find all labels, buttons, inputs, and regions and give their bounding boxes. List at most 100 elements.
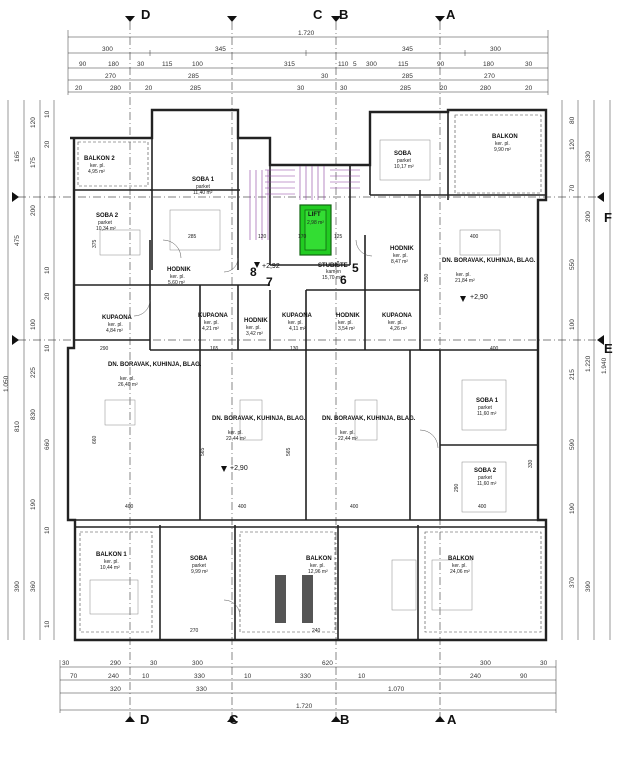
- inner-dim: 375: [92, 239, 98, 248]
- dim-bot-r1-6: 30: [540, 660, 548, 667]
- room-area: 9,99 m²: [191, 569, 208, 575]
- furniture: [89, 139, 507, 615]
- room-floor: ker. pl.: [246, 325, 261, 331]
- room-name: KUPAONA: [198, 313, 229, 319]
- room-area: 4,21 m²: [202, 326, 219, 332]
- dim-left-10: 810: [14, 421, 21, 432]
- dim-top-r4-0: 20: [75, 85, 83, 92]
- room-name: HODNIK: [167, 267, 191, 273]
- exterior-walls: [66, 108, 548, 642]
- inner-dim: 290: [100, 346, 109, 352]
- dim-right-texts: 80 120 330 70 200 550 100 215 1.220 1.94…: [569, 116, 608, 592]
- room-name: SOBA: [190, 556, 208, 562]
- dim-bot-r1-1: 290: [110, 660, 121, 667]
- dim-top-r2-3: 115: [162, 61, 173, 68]
- room-floor: parket: [196, 184, 211, 190]
- dimension-lines-right: [561, 100, 611, 640]
- dim-left-11: 1.050: [3, 375, 10, 392]
- axis-label-a-bottom: A: [447, 712, 457, 727]
- dim-bottom-row3: 320 330 1.070: [110, 686, 405, 693]
- inner-dimensions: 285 120 170 125 400 290 165 130 400 400 …: [92, 234, 534, 634]
- room-floor: ker. pl.: [310, 563, 325, 569]
- dim-top-r4-4: 30: [297, 85, 305, 92]
- dim-bot-r1-5: 300: [480, 660, 491, 667]
- room-dnb-cl: DN. BORAVAK, KUHINJA, BLAG. ker. pl. 22,…: [212, 416, 306, 442]
- room-name: STUBIŠTE: [318, 261, 348, 269]
- dim-bot-r2-6: 10: [358, 673, 366, 680]
- room-area: 12,96 m²: [308, 569, 328, 575]
- bicycle-racks: [275, 575, 313, 623]
- dim-top-row1: 300 345 345 300: [102, 46, 501, 53]
- room-name: DN. BORAVAK, KUHINJA, BLAG.: [322, 416, 416, 422]
- dim-top-r4-3: 285: [190, 85, 201, 92]
- axis-label-b-bottom: B: [340, 712, 349, 727]
- inner-dim: 170: [298, 234, 307, 240]
- inner-dim: 565: [200, 447, 206, 456]
- lift-car: [304, 209, 327, 251]
- dim-left-20: 10: [44, 620, 51, 628]
- apartment-number-8: 8: [250, 265, 257, 279]
- dim-left-15: 660: [44, 439, 51, 450]
- room-kupaona-l: KUPAONA ker. pl. 4,84 m²: [102, 315, 133, 334]
- room-area: 11,60 m²: [477, 481, 497, 487]
- dimension-lines-top: [67, 30, 549, 95]
- room-floor: kamen: [326, 269, 341, 275]
- inner-dim: 290: [454, 483, 460, 492]
- dim-top-r2-9: 115: [398, 61, 409, 68]
- room-area: 10,44 m²: [100, 565, 120, 571]
- room-soba1-tl: SOBA 1 parket 11,40 m²: [192, 177, 215, 196]
- inner-dim: 660: [92, 435, 98, 444]
- inner-dim: 400: [125, 504, 134, 510]
- room-soba2: SOBA 2 parket 10,34 m²: [96, 213, 119, 232]
- inner-dim: 350: [424, 273, 430, 282]
- dim-left-8: 20: [44, 292, 51, 300]
- dim-right-16: 190: [569, 503, 576, 514]
- room-name: SOBA 1: [192, 177, 215, 183]
- room-floor: ker. pl.: [288, 320, 303, 326]
- dim-right-12: 215: [569, 369, 576, 380]
- dim-top-total: 1.720: [298, 30, 315, 37]
- dim-top-r2-10: 90: [437, 61, 445, 68]
- interior-walls: [74, 110, 546, 640]
- axis-label-d-top: D: [141, 7, 150, 22]
- inner-dim: 285: [188, 234, 197, 240]
- apartment-numbers: 8 7 6 5: [250, 261, 359, 289]
- dim-bot-r1-2: 30: [150, 660, 158, 667]
- dim-top-r2-1: 180: [108, 61, 119, 68]
- inner-dim: 400: [478, 504, 487, 510]
- level-marker-mid: +2,92: [262, 263, 280, 270]
- room-name: SOBA: [394, 151, 412, 157]
- room-area: 15,70 m²: [322, 275, 342, 281]
- room-floor: parket: [478, 475, 493, 481]
- room-kupaona-cr: KUPAONA ker. pl. 4,11 m²: [282, 313, 313, 332]
- room-name: SOBA 2: [96, 213, 119, 219]
- room-floor: parket: [98, 220, 113, 226]
- inner-dim: 400: [490, 346, 499, 352]
- dim-top-r3-3: 285: [402, 73, 413, 80]
- room-area: 4,84 m²: [106, 328, 123, 334]
- dim-bot-r1-3: 300: [192, 660, 203, 667]
- dim-bot-r3-1: 330: [196, 686, 207, 693]
- dim-bot-r2-7: 240: [470, 673, 481, 680]
- dim-left-9: 100: [30, 319, 37, 330]
- apartment-number-5: 5: [352, 261, 359, 275]
- room-area: 2,98 m²: [307, 220, 324, 226]
- room-name: HODNIK: [390, 246, 414, 252]
- axis-label-c-bottom: C: [229, 712, 239, 727]
- dim-left-19: 360: [30, 581, 37, 592]
- dim-right-13: 1.220: [585, 355, 592, 372]
- room-floor: ker. pl.: [120, 376, 135, 382]
- staircase: [249, 166, 360, 240]
- dim-top-r3-4: 270: [484, 73, 495, 80]
- dim-right-8: 550: [569, 259, 576, 270]
- dim-top-row3: 270 285 30 285 270: [105, 73, 495, 80]
- dim-left-13: 10: [44, 344, 51, 352]
- dim-right-6: 200: [585, 211, 592, 222]
- axis-markers-right: F E: [12, 192, 613, 356]
- dim-top-r4-6: 285: [400, 85, 411, 92]
- room-area: 3,42 m²: [246, 331, 263, 337]
- dim-top-r2-2: 30: [137, 61, 145, 68]
- inner-dim: 240: [312, 628, 321, 634]
- axis-markers-top: D C B A: [125, 7, 456, 22]
- room-name: KUPAONA: [382, 313, 413, 319]
